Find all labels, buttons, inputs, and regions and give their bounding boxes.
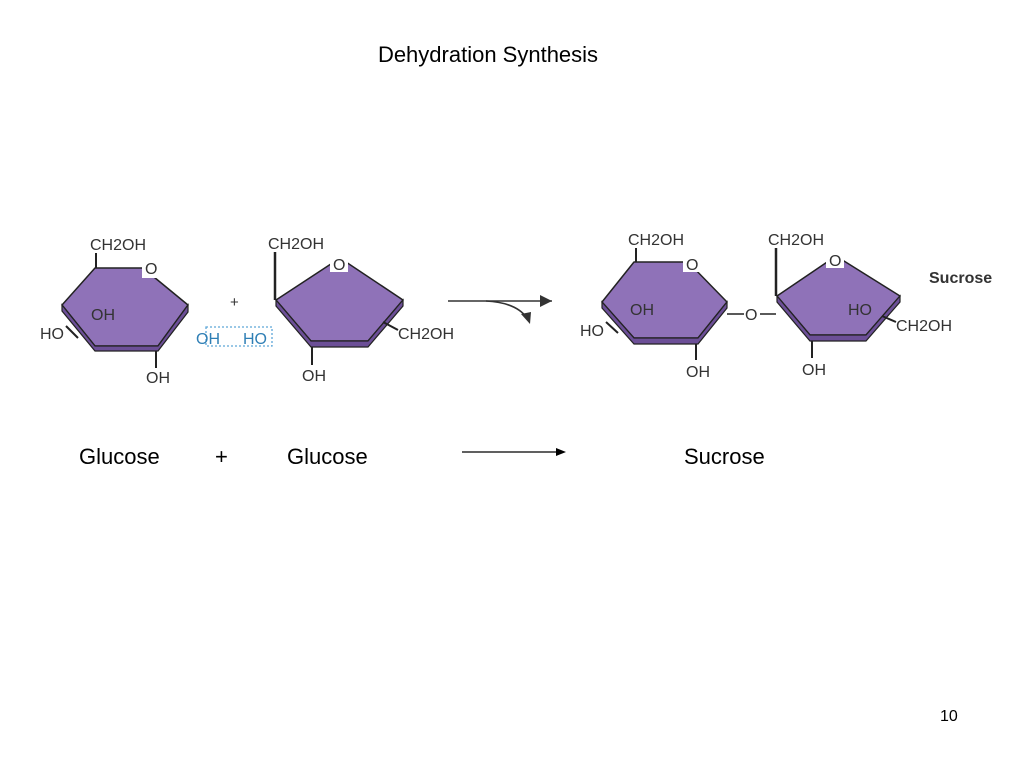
caption-glucose-1: Glucose bbox=[79, 444, 160, 469]
ring-oxygen-mask bbox=[826, 248, 844, 268]
reactant-plus-sign: + bbox=[230, 294, 239, 311]
bond-ho bbox=[605, 321, 619, 334]
caption-glucose-2: Glucose bbox=[287, 444, 368, 469]
ring-oxygen: O bbox=[686, 257, 698, 274]
oh-inner-label: OH bbox=[630, 302, 654, 319]
oh-bottom-label: OH bbox=[146, 370, 170, 387]
ring-oxygen: O bbox=[829, 253, 841, 270]
ch2oh-label: CH2OH bbox=[90, 237, 146, 254]
ch2oh-label: CH2OH bbox=[268, 236, 324, 253]
ring-oxygen: O bbox=[333, 257, 345, 274]
ring-oxygen-mask bbox=[330, 252, 348, 272]
oh-bottom-label: OH bbox=[302, 368, 326, 385]
ch2oh-right-label: CH2OH bbox=[398, 326, 454, 343]
caption-arrow bbox=[462, 448, 566, 456]
bridge-oxygen: O bbox=[745, 307, 757, 324]
reaction-diagram: O CH2OH HO OH OH + OH HO O CH2OH CH2OH O… bbox=[40, 232, 992, 387]
highlight-oh: OH bbox=[196, 331, 220, 348]
glucose-ring-reactant: O CH2OH HO OH OH bbox=[40, 237, 189, 387]
ch2oh-right-label: CH2OH bbox=[896, 318, 952, 335]
ring-edge bbox=[601, 300, 728, 345]
oh-inner-label: OH bbox=[91, 307, 115, 324]
oh-bottom-label: OH bbox=[802, 362, 826, 379]
ho-label: HO bbox=[40, 326, 64, 343]
bond-ho bbox=[65, 325, 79, 339]
ring-oxygen-mask bbox=[142, 258, 160, 278]
caption-plus: + bbox=[215, 444, 228, 469]
slide-title: Dehydration Synthesis bbox=[377, 42, 599, 67]
sucrose-label: Sucrose bbox=[929, 270, 992, 287]
ho-label: HO bbox=[580, 323, 604, 340]
ch2oh-label: CH2OH bbox=[628, 232, 684, 249]
oh-bottom-label: OH bbox=[686, 364, 710, 381]
ring-edge bbox=[275, 298, 404, 348]
caption-sucrose: Sucrose bbox=[684, 444, 765, 469]
page-number: 10 bbox=[940, 708, 958, 725]
reaction-arrow bbox=[448, 295, 552, 324]
fructose-ring-reactant: O CH2OH CH2OH OH bbox=[268, 236, 454, 385]
ring-edge bbox=[776, 294, 901, 342]
sucrose-fructose-ring: O CH2OH HO CH2OH OH bbox=[768, 232, 952, 379]
bond-ch2oh-right bbox=[382, 321, 399, 331]
ch2oh-label: CH2OH bbox=[768, 232, 824, 249]
highlight-ho: HO bbox=[243, 331, 267, 348]
sucrose-glucose-ring: O CH2OH HO OH OH bbox=[580, 232, 728, 381]
ring-oxygen: O bbox=[145, 261, 157, 278]
highlight-box bbox=[205, 326, 273, 347]
glycosidic-bridge: O bbox=[727, 307, 776, 324]
bond-ch2oh-right bbox=[881, 315, 897, 323]
water-highlight: OH HO bbox=[196, 326, 273, 348]
ho-inner-label: HO bbox=[848, 302, 872, 319]
ring-oxygen-mask bbox=[683, 252, 701, 272]
ring-edge bbox=[61, 303, 189, 352]
